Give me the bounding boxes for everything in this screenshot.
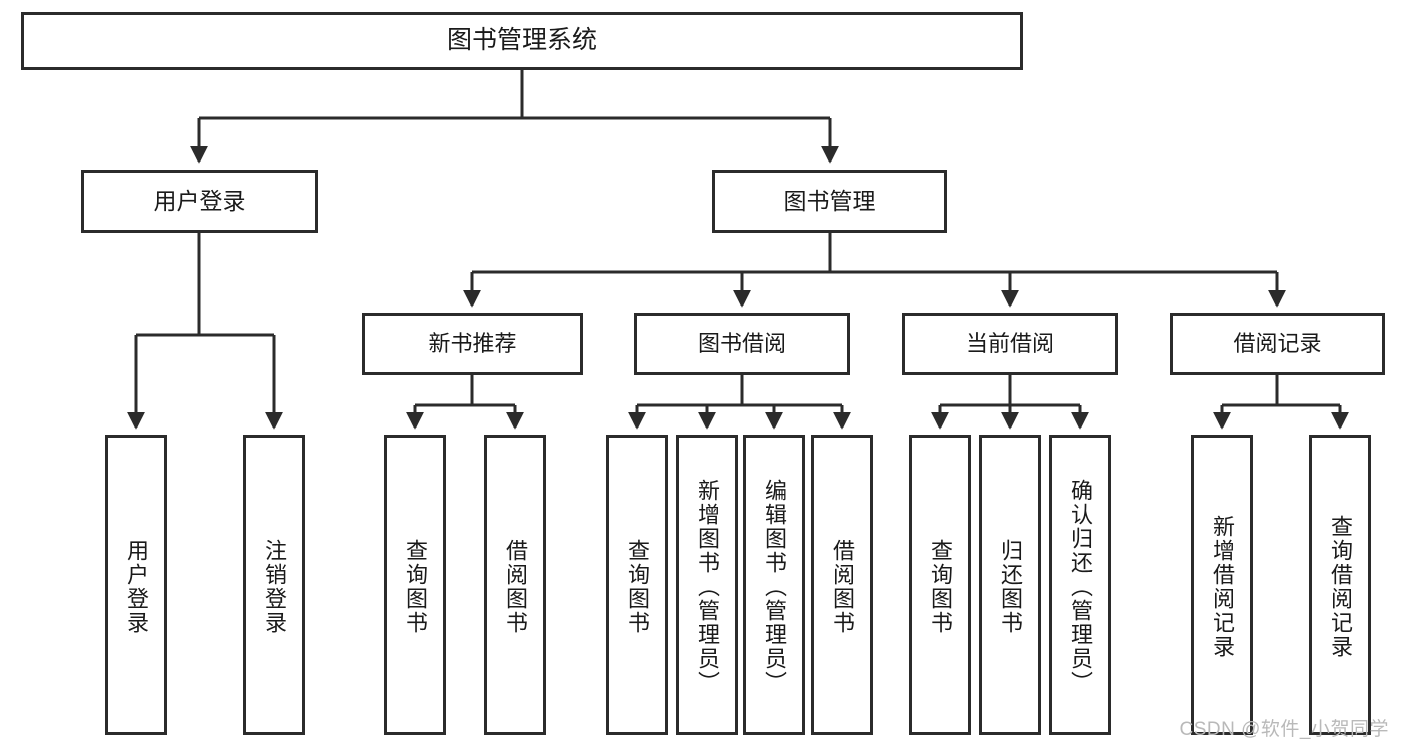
node-book-borrow[interactable]: 图书借阅 xyxy=(634,313,850,375)
leaf-records-query-record-label: 查询借阅记录 xyxy=(1328,515,1353,659)
leaf-newbook-query-book[interactable]: 查询图书 xyxy=(384,435,446,735)
leaf-borrow-query-book[interactable]: 查询图书 xyxy=(606,435,668,735)
leaf-current-confirm-return-admin[interactable]: 确认归还（管理员） xyxy=(1049,435,1111,735)
node-new-book-recommend-label: 新书推荐 xyxy=(428,331,517,357)
node-new-book-recommend[interactable]: 新书推荐 xyxy=(362,313,583,375)
node-book-management-label: 图书管理 xyxy=(783,188,876,215)
node-user-login[interactable]: 用户登录 xyxy=(81,170,318,233)
leaf-borrow-add-book-admin-label: 新增图书（管理员） xyxy=(695,479,720,695)
leaf-borrow-query-book-label: 查询图书 xyxy=(625,539,650,635)
node-borrow-records-label: 借阅记录 xyxy=(1233,331,1322,357)
leaf-records-add-record-label: 新增借阅记录 xyxy=(1210,515,1235,659)
leaf-login-logout[interactable]: 注销登录 xyxy=(243,435,305,735)
leaf-login-user-login-label: 用户登录 xyxy=(124,539,149,635)
node-current-borrow-label: 当前借阅 xyxy=(965,331,1054,357)
watermark-text: CSDN @软件_小贺同学 xyxy=(1179,719,1389,740)
leaf-newbook-borrow-book-label: 借阅图书 xyxy=(503,539,528,635)
leaf-current-return-book[interactable]: 归还图书 xyxy=(979,435,1041,735)
leaf-records-add-record[interactable]: 新增借阅记录 xyxy=(1191,435,1253,735)
leaf-current-return-book-label: 归还图书 xyxy=(998,539,1023,635)
leaf-current-query-book[interactable]: 查询图书 xyxy=(909,435,971,735)
node-book-borrow-label: 图书借阅 xyxy=(697,331,786,357)
leaf-current-query-book-label: 查询图书 xyxy=(928,539,953,635)
leaf-newbook-query-book-label: 查询图书 xyxy=(403,539,428,635)
leaf-borrow-borrow-book-label: 借阅图书 xyxy=(830,539,855,635)
leaf-borrow-edit-book-admin[interactable]: 编辑图书（管理员） xyxy=(743,435,805,735)
leaf-records-query-record[interactable]: 查询借阅记录 xyxy=(1309,435,1371,735)
node-user-login-label: 用户登录 xyxy=(153,188,246,215)
node-root[interactable]: 图书管理系统 xyxy=(21,12,1023,70)
leaf-borrow-edit-book-admin-label: 编辑图书（管理员） xyxy=(762,479,787,695)
node-borrow-records[interactable]: 借阅记录 xyxy=(1170,313,1385,375)
leaf-login-logout-label: 注销登录 xyxy=(262,539,287,635)
leaf-borrow-borrow-book[interactable]: 借阅图书 xyxy=(811,435,873,735)
node-root-label: 图书管理系统 xyxy=(446,26,597,55)
leaf-login-user-login[interactable]: 用户登录 xyxy=(105,435,167,735)
node-current-borrow[interactable]: 当前借阅 xyxy=(902,313,1118,375)
leaf-current-confirm-return-admin-label: 确认归还（管理员） xyxy=(1068,479,1093,695)
leaf-borrow-add-book-admin[interactable]: 新增图书（管理员） xyxy=(676,435,738,735)
leaf-newbook-borrow-book[interactable]: 借阅图书 xyxy=(484,435,546,735)
node-book-management[interactable]: 图书管理 xyxy=(712,170,947,233)
